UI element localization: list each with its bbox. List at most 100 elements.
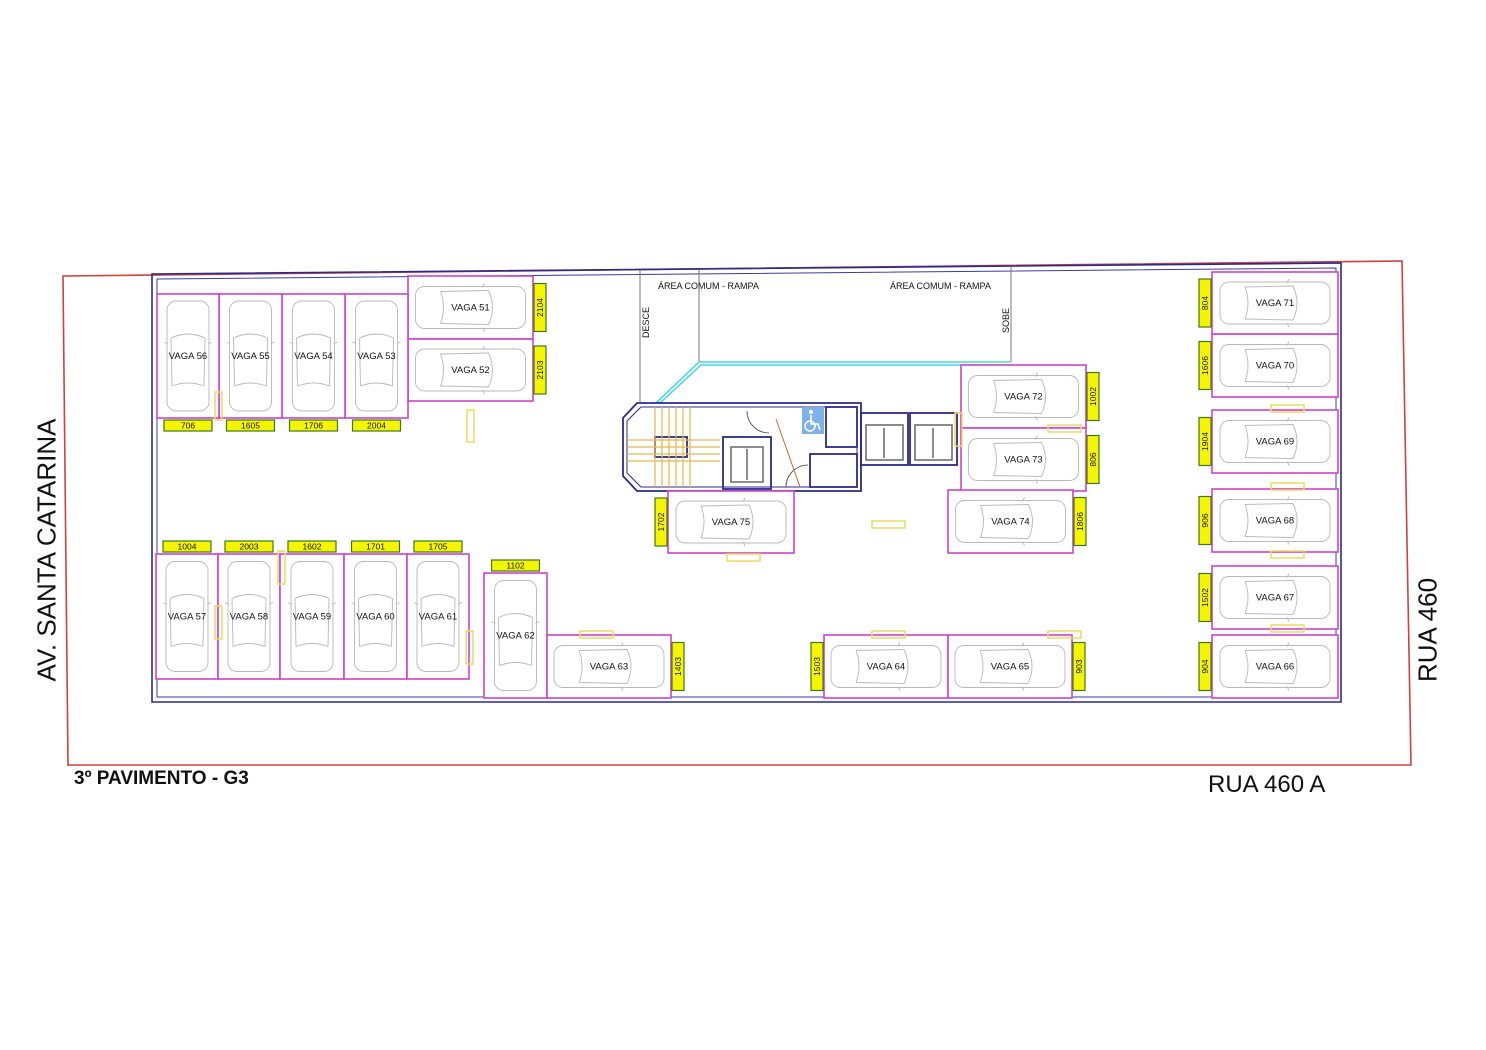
car-icon bbox=[415, 283, 526, 332]
car-icon bbox=[553, 642, 665, 691]
car-icon bbox=[287, 561, 337, 672]
parking-spot-label: VAGA 59 bbox=[293, 612, 331, 623]
street-label-west: AV. SANTA CATARINA bbox=[31, 418, 62, 682]
parking-spot[interactable]: VAGA 59 1602 bbox=[279, 540, 345, 680]
ramp-area: ÁREA COMUM - RAMPA ÁREA COMUM - RAMPA DE… bbox=[639, 267, 1012, 404]
unit-number: 2104 bbox=[535, 298, 545, 317]
unit-number: 1705 bbox=[429, 542, 448, 552]
parking-spot[interactable]: VAGA 71 804 bbox=[1198, 271, 1339, 335]
unit-tag: 1503 bbox=[810, 641, 824, 692]
unit-number: 1606 bbox=[1200, 356, 1210, 375]
unit-number: 2103 bbox=[535, 360, 545, 379]
floor-title: 3º PAVIMENTO - G3 bbox=[74, 768, 249, 789]
parking-spot[interactable]: VAGA 51 2104 bbox=[407, 275, 547, 340]
parking-spot-label: VAGA 75 bbox=[712, 517, 750, 528]
unit-number: 2004 bbox=[367, 421, 386, 431]
car-icon bbox=[413, 561, 463, 672]
unit-tag: 2103 bbox=[533, 345, 547, 395]
unit-number: 706 bbox=[181, 421, 195, 431]
parking-spot[interactable]: VAGA 54 1706 bbox=[281, 293, 346, 432]
unit-tag: 1102 bbox=[490, 559, 541, 572]
parking-spot[interactable]: VAGA 69 1904 bbox=[1198, 409, 1339, 474]
unit-number: 904 bbox=[1200, 659, 1210, 673]
unit-number: 1904 bbox=[1200, 432, 1210, 451]
parking-spot-label: VAGA 74 bbox=[991, 517, 1029, 528]
parking-spot[interactable]: VAGA 66 904 bbox=[1198, 634, 1339, 699]
car-icon bbox=[352, 300, 401, 412]
unit-tag: 1706 bbox=[288, 419, 339, 432]
parking-spot[interactable]: VAGA 64 1503 bbox=[810, 634, 949, 699]
unit-tag: 806 bbox=[1086, 434, 1100, 485]
car-icon bbox=[163, 300, 213, 412]
car-icon bbox=[968, 372, 1079, 421]
parking-spot-label: VAGA 54 bbox=[294, 351, 332, 362]
car-icon bbox=[162, 561, 212, 672]
parking-spot-label: VAGA 68 bbox=[1256, 516, 1294, 527]
parking-spot-label: VAGA 53 bbox=[357, 351, 395, 362]
parking-spot-label: VAGA 64 bbox=[867, 662, 905, 673]
car-icon bbox=[289, 300, 338, 412]
unit-tag: 1701 bbox=[350, 540, 401, 553]
unit-tag: 1502 bbox=[1198, 572, 1212, 623]
parking-spot[interactable]: VAGA 62 1102 bbox=[483, 559, 548, 699]
car-icon bbox=[830, 642, 942, 691]
parking-spot[interactable]: VAGA 68 906 bbox=[1198, 488, 1339, 553]
unit-tag: 1705 bbox=[413, 540, 463, 553]
ramp-area-label-right: ÁREA COMUM - RAMPA bbox=[890, 281, 991, 291]
parking-spot-label: VAGA 61 bbox=[419, 612, 457, 623]
parking-spot[interactable]: VAGA 56 706 bbox=[156, 293, 220, 432]
stairs-icon bbox=[627, 407, 720, 487]
unit-tag: 2104 bbox=[533, 282, 547, 333]
parking-spot-label: VAGA 66 bbox=[1256, 662, 1294, 673]
unit-number: 1702 bbox=[656, 512, 666, 531]
parking-spot[interactable]: VAGA 60 1701 bbox=[343, 540, 408, 680]
parking-spot-label: VAGA 71 bbox=[1256, 298, 1294, 309]
unit-tag: 1606 bbox=[1198, 340, 1212, 391]
unit-number: 1502 bbox=[1200, 588, 1210, 607]
car-icon bbox=[351, 561, 400, 672]
parking-spot[interactable]: VAGA 74 1806 bbox=[947, 489, 1087, 554]
elevator-icon bbox=[730, 424, 953, 483]
parking-spot[interactable]: VAGA 53 2004 bbox=[344, 293, 409, 432]
unit-number: 2003 bbox=[240, 542, 259, 552]
car-icon bbox=[491, 580, 540, 691]
door-swing bbox=[746, 410, 809, 488]
unit-number: 903 bbox=[1074, 659, 1084, 673]
ramp-up-label: SOBE bbox=[1001, 308, 1011, 333]
unit-tag: 1602 bbox=[287, 540, 337, 553]
car-icon bbox=[1219, 573, 1331, 622]
unit-tag: 2004 bbox=[351, 419, 402, 432]
parking-spot-label: VAGA 62 bbox=[496, 631, 534, 642]
parking-spot-label: VAGA 63 bbox=[590, 662, 628, 673]
unit-tag: 906 bbox=[1198, 495, 1212, 546]
parking-spot[interactable]: VAGA 61 1705 bbox=[406, 540, 470, 680]
parking-spot[interactable]: VAGA 75 1702 bbox=[654, 490, 795, 554]
street-label-south: RUA 460 A bbox=[1208, 771, 1326, 798]
unit-number: 806 bbox=[1088, 452, 1098, 466]
unit-tag: 706 bbox=[163, 419, 213, 432]
car-icon bbox=[1219, 278, 1331, 328]
parking-spot-label: VAGA 56 bbox=[169, 351, 207, 362]
unit-number: 1806 bbox=[1075, 512, 1085, 531]
unit-number: 1503 bbox=[812, 657, 822, 676]
accessible-route bbox=[775, 418, 801, 488]
ramp-down-label: DESCE bbox=[641, 307, 651, 338]
parking-spot-label: VAGA 60 bbox=[356, 612, 394, 623]
parking-spot-label: VAGA 51 bbox=[451, 303, 489, 314]
unit-number: 804 bbox=[1200, 296, 1210, 310]
car-icon bbox=[1219, 642, 1331, 691]
parking-spot-label: VAGA 69 bbox=[1256, 437, 1294, 448]
unit-number: 906 bbox=[1200, 513, 1210, 527]
car-icon bbox=[226, 300, 275, 412]
